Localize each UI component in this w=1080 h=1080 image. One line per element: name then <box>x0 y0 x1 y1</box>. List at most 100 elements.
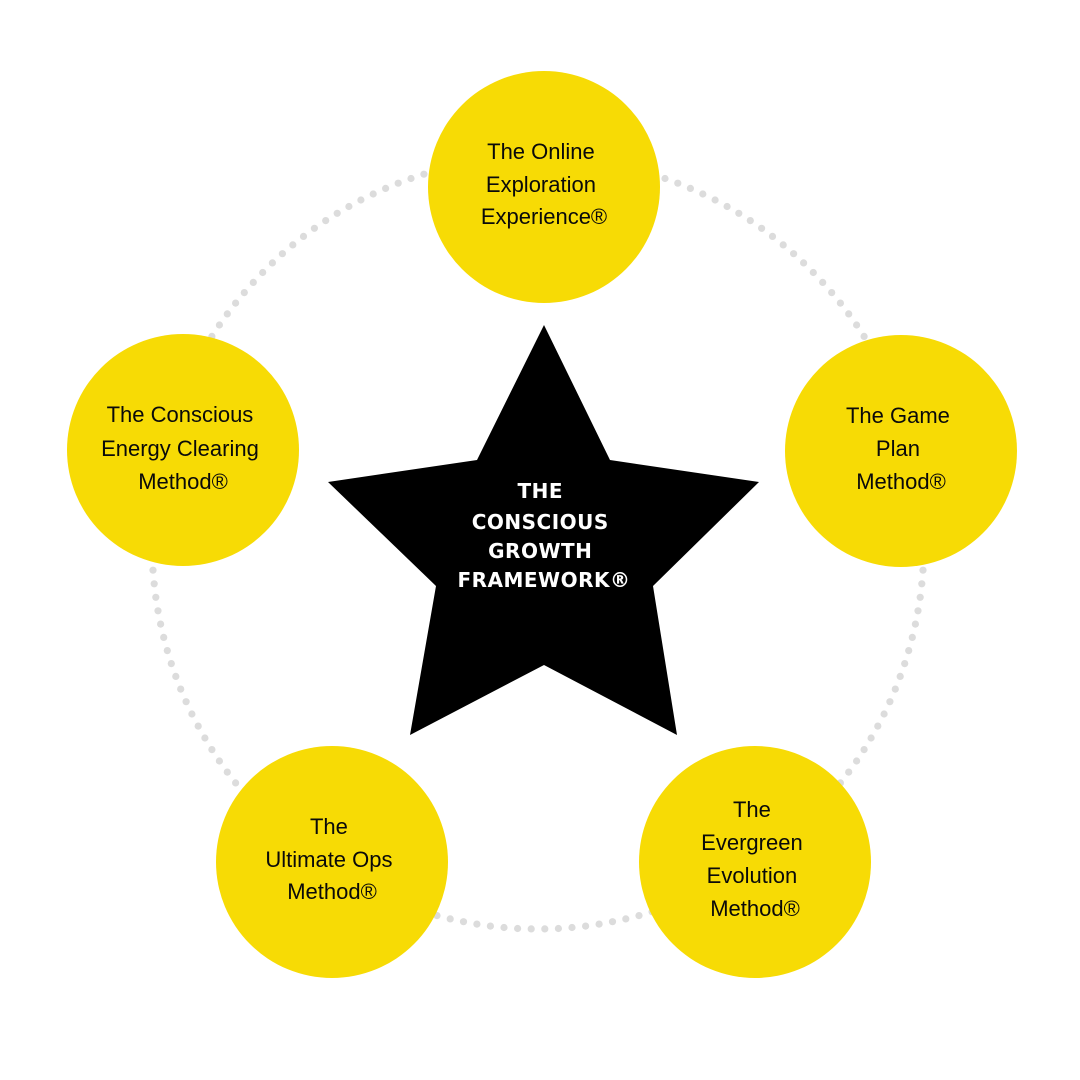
orbit-dot <box>880 710 888 718</box>
node-circle <box>428 71 660 303</box>
orbit-dot <box>819 278 827 286</box>
orbit-dot <box>394 179 402 187</box>
orbit-dot <box>322 217 330 225</box>
orbit-dot <box>916 593 924 601</box>
orbit-dot <box>661 174 669 183</box>
orbit-dot <box>268 259 276 267</box>
node-label: The Game Plan Method® <box>846 403 956 494</box>
orbit-dot <box>420 170 428 178</box>
orbit-dot <box>249 278 257 286</box>
orbit-dot <box>911 620 920 628</box>
center-star <box>328 325 759 735</box>
orbit-dot <box>918 580 926 588</box>
orbit-dot <box>891 685 899 693</box>
orbit-dot <box>278 250 286 258</box>
node-label: The Evergreen Evolution Method® <box>701 797 809 921</box>
orbit-dot <box>167 660 175 668</box>
orbit-dot <box>845 768 853 776</box>
orbit-dot <box>901 660 909 668</box>
orbit-dot <box>201 734 209 742</box>
node-label-line: The Conscious <box>107 402 254 427</box>
orbit-dot <box>232 299 240 307</box>
orbit-dot <box>240 289 248 297</box>
orbit-dot <box>809 268 817 277</box>
orbit-dot <box>723 202 731 211</box>
node-label-line: The <box>310 814 348 839</box>
orbit-dot <box>407 174 415 183</box>
orbit-dot <box>768 232 777 240</box>
orbit-dot <box>582 922 590 930</box>
orbit-dot <box>686 184 695 192</box>
center-label: THE CONSCIOUS GROWTH FRAMEWORK® <box>457 479 630 592</box>
orbit-dot <box>149 566 157 574</box>
orbit-dot <box>382 184 390 192</box>
orbit-dot <box>735 209 743 217</box>
node-label-line: Plan <box>876 436 920 461</box>
orbit-dot <box>514 924 522 933</box>
node-label-line: The Game <box>846 403 950 428</box>
orbit-dot <box>223 310 231 318</box>
orbit-dot <box>853 321 861 329</box>
orbit-dot <box>779 241 787 249</box>
orbit-dot <box>919 566 927 574</box>
orbit-dot <box>860 332 868 340</box>
orbit-dot <box>758 224 766 232</box>
orbit-dot <box>699 190 707 198</box>
orbit-dot <box>554 924 563 933</box>
node-conscious-energy-clearing-method: The Conscious Energy Clearing Method® <box>67 334 299 566</box>
orbit-dot <box>299 232 308 240</box>
node-circle <box>67 334 299 566</box>
orbit-dot <box>845 310 853 318</box>
orbit-dot <box>473 920 481 928</box>
orbit-dot <box>345 202 353 211</box>
orbit-dot <box>635 912 643 920</box>
node-label-line: Method® <box>287 879 377 904</box>
orbit-dot <box>908 633 916 642</box>
center-label-line: CONSCIOUS <box>472 510 609 534</box>
node-label: The Ultimate Ops Method® <box>265 814 398 904</box>
node-circle <box>785 335 1017 567</box>
node-label-line: Method® <box>138 469 228 494</box>
orbit-dot <box>853 757 861 765</box>
node-label-line: Method® <box>856 469 946 494</box>
orbit-dot <box>369 190 377 198</box>
orbit-dot <box>172 672 180 681</box>
orbit-dot <box>208 746 216 754</box>
orbit-dot <box>674 179 682 187</box>
orbit-dot <box>160 633 168 642</box>
orbit-dot <box>215 321 223 329</box>
orbit-dot <box>289 241 297 249</box>
orbit-dot <box>541 925 549 933</box>
center-label-line: GROWTH <box>488 539 592 563</box>
center-label-line: THE <box>517 479 563 503</box>
orbit-dot <box>333 209 341 217</box>
orbit-dot <box>800 259 808 267</box>
node-label-line: Method® <box>710 896 800 921</box>
orbit-dot <box>874 722 882 730</box>
node-label: The Conscious Energy Clearing Method® <box>101 402 265 494</box>
orbit-dot <box>828 289 836 297</box>
node-label-line: Experience® <box>481 204 607 229</box>
orbit-dot <box>310 224 318 232</box>
node-circle <box>639 746 871 978</box>
node-evergreen-evolution-method: The Evergreen Evolution Method® <box>639 746 871 978</box>
node-label-line: The Online <box>487 139 595 164</box>
node-label: The Online Exploration Experience® <box>481 139 607 229</box>
orbit-dot <box>177 685 185 693</box>
orbit-dot <box>568 923 576 932</box>
node-label-line: Ultimate Ops <box>265 847 392 872</box>
orbit-dot <box>836 299 845 307</box>
orbit-dot <box>157 620 165 628</box>
orbit-dot <box>223 768 231 776</box>
node-game-plan-method: The Game Plan Method® <box>785 335 1017 567</box>
orbit-dot <box>446 915 454 923</box>
orbit-dot <box>232 779 240 787</box>
node-label-line: Exploration <box>486 172 596 197</box>
orbit-dot <box>182 698 190 706</box>
orbit-dot <box>905 647 913 655</box>
node-label-line: Energy Clearing <box>101 436 259 461</box>
node-ultimate-ops-method: The Ultimate Ops Method® <box>216 746 448 978</box>
node-circle <box>216 746 448 978</box>
orbit-dot <box>896 672 904 681</box>
